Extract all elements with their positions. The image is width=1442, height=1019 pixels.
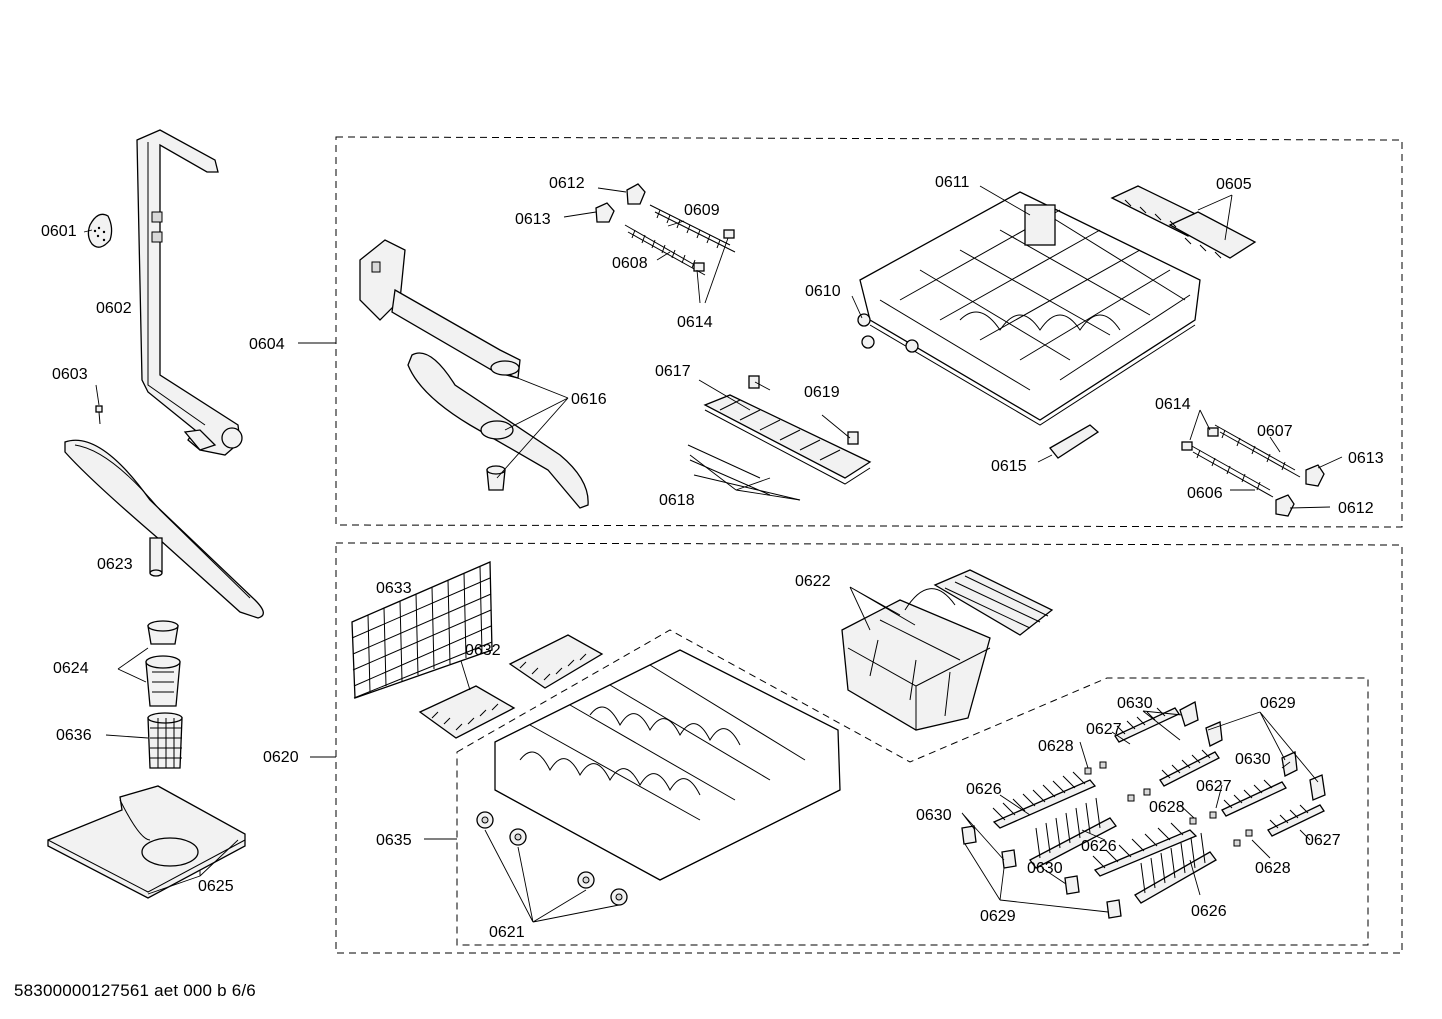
label-0627-b: 0627 [1196, 778, 1232, 795]
label-0627-a: 0627 [1086, 721, 1122, 738]
label-0603: 0603 [52, 366, 88, 383]
label-0629-a: 0629 [1260, 695, 1296, 712]
label-0629-b: 0629 [980, 908, 1016, 925]
part-0633-shape [351, 561, 493, 699]
label-0635: 0635 [376, 832, 412, 849]
label-0621: 0621 [489, 924, 525, 941]
label-0630-d: 0630 [1027, 860, 1063, 877]
label-0611: 0611 [935, 174, 970, 191]
label-0636: 0636 [56, 727, 92, 744]
label-0630-b: 0630 [1235, 751, 1271, 768]
label-0602: 0602 [96, 300, 132, 317]
label-0620: 0620 [263, 749, 299, 766]
part-0632-shape [418, 634, 604, 739]
part-0606-0607-shape [1181, 424, 1301, 498]
lower-rack-group-box [335, 542, 1403, 954]
part-0608-0609-shape [624, 204, 736, 276]
label-0616: 0616 [571, 391, 607, 408]
label-0614-top: 0614 [677, 314, 713, 331]
label-0630-c: 0630 [916, 807, 952, 824]
part-0636-shape [147, 712, 183, 769]
label-0608: 0608 [612, 255, 648, 272]
part-0625-shape [47, 785, 246, 899]
lower-rack-inner-box [456, 629, 1369, 946]
label-0615: 0615 [991, 458, 1027, 475]
part-labels: 0601 0602 0603 0604 0623 0624 0636 0625 … [41, 174, 1384, 941]
label-0605: 0605 [1216, 176, 1252, 193]
label-0604: 0604 [249, 336, 285, 353]
label-0610: 0610 [805, 283, 841, 300]
label-0622: 0622 [795, 573, 831, 590]
label-0630-a: 0630 [1117, 695, 1153, 712]
part-0602-shape [136, 129, 243, 456]
label-0628-a: 0628 [1038, 738, 1074, 755]
upper-rack-group-box [335, 136, 1403, 528]
label-0614-right: 0614 [1155, 396, 1191, 413]
part-0626-0627-shape [992, 707, 1325, 904]
label-0606: 0606 [1187, 485, 1223, 502]
label-0612-right: 0612 [1338, 500, 1374, 517]
part-0622-shape [841, 569, 1054, 731]
part-0603-shape [95, 405, 103, 425]
part-0624-shape [145, 620, 181, 707]
label-0607: 0607 [1257, 423, 1293, 440]
label-0628-c: 0628 [1255, 860, 1291, 877]
label-0628-b: 0628 [1149, 799, 1185, 816]
part-0604-shape [359, 239, 521, 379]
part-0605-shape [1110, 185, 1257, 259]
part-0628-0630-clips [961, 701, 1326, 919]
label-0624: 0624 [53, 660, 89, 677]
part-0617-0619-shape [687, 375, 872, 501]
label-0617: 0617 [655, 363, 691, 380]
label-0626-a: 0626 [966, 781, 1002, 798]
label-0623: 0623 [97, 556, 133, 573]
label-0619: 0619 [804, 384, 840, 401]
part-0616-shape [407, 352, 589, 509]
label-0626-c: 0626 [1191, 903, 1227, 920]
label-0618: 0618 [659, 492, 695, 509]
label-0633: 0633 [376, 580, 412, 597]
label-0632: 0632 [465, 642, 501, 659]
label-0612-top: 0612 [549, 175, 585, 192]
part-0635-shape [494, 649, 841, 881]
label-0627-c: 0627 [1305, 832, 1341, 849]
document-reference-footer: 58300000127561 aet 000 b 6/6 [14, 981, 256, 1000]
part-0601-shape [87, 213, 113, 248]
leader-lines [83, 185, 1343, 923]
part-0621-shape [476, 811, 628, 906]
part-0612-0613-right-shape [1275, 464, 1325, 517]
part-0623-shape [64, 439, 264, 619]
label-0626-b: 0626 [1081, 838, 1117, 855]
label-0609: 0609 [684, 202, 720, 219]
part-0612-0613-top-shape [595, 183, 646, 223]
part-0611-shape [857, 191, 1201, 426]
label-0613-right: 0613 [1348, 450, 1384, 467]
part-0615-shape [1049, 424, 1100, 459]
label-0613-top: 0613 [515, 211, 551, 228]
label-0601: 0601 [41, 223, 77, 240]
label-0625: 0625 [198, 878, 234, 895]
